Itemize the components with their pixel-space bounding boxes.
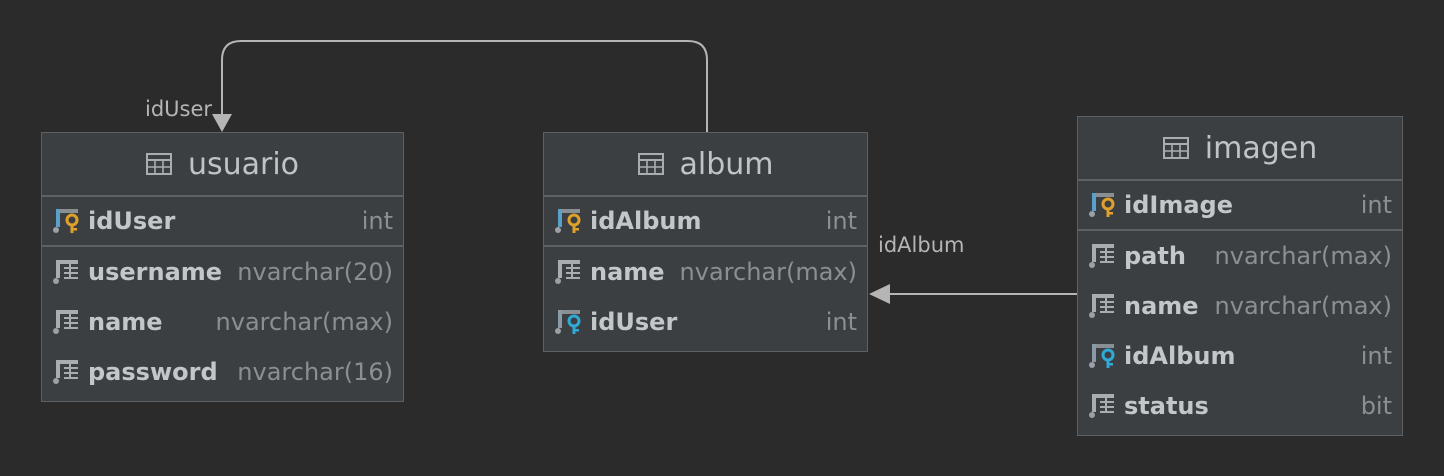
- column-type: int: [825, 207, 857, 235]
- column-row[interactable]: path nvarchar(max): [1078, 231, 1402, 281]
- primary-key-icon: [554, 207, 584, 235]
- column-type: nvarchar(max): [1214, 292, 1392, 320]
- arrowhead-usuario: [212, 114, 232, 132]
- column-row[interactable]: idAlbum int: [1078, 331, 1402, 381]
- column-type: int: [825, 308, 857, 336]
- column-name: name: [1124, 292, 1199, 320]
- column-row[interactable]: status bit: [1078, 381, 1402, 431]
- column-name: path: [1124, 242, 1186, 270]
- column-row[interactable]: name nvarchar(max): [42, 297, 403, 347]
- column-row[interactable]: idImage int: [1078, 181, 1402, 231]
- column-name: status: [1124, 392, 1209, 420]
- column-name: idUser: [88, 207, 176, 235]
- table-title: usuario: [187, 146, 300, 182]
- edge-label-idalbum: idAlbum: [878, 233, 965, 257]
- column-type: bit: [1360, 392, 1392, 420]
- column-name: idAlbum: [1124, 342, 1236, 370]
- column-type: nvarchar(16): [237, 358, 393, 386]
- column-name: idAlbum: [590, 207, 702, 235]
- table-title: album: [679, 146, 774, 182]
- column-type: int: [1360, 191, 1392, 219]
- table-header: album: [544, 133, 867, 197]
- table-album[interactable]: album idAlbum int name nvarchar(max) idU…: [543, 132, 868, 352]
- table-icon: [637, 153, 664, 175]
- column-row[interactable]: idAlbum int: [544, 197, 867, 247]
- column-icon: [1088, 392, 1118, 420]
- column-icon: [1088, 242, 1118, 270]
- arrowhead-album: [869, 284, 890, 304]
- table-title: imagen: [1204, 130, 1318, 166]
- column-icon: [1088, 292, 1118, 320]
- column-type: int: [1360, 342, 1392, 370]
- column-row[interactable]: name nvarchar(max): [544, 247, 867, 297]
- column-row[interactable]: username nvarchar(20): [42, 247, 403, 297]
- table-imagen[interactable]: imagen idImage int path nvarchar(max) na…: [1077, 116, 1403, 436]
- column-row[interactable]: idUser int: [544, 297, 867, 347]
- table-icon: [1162, 137, 1189, 159]
- column-name: username: [88, 258, 223, 286]
- foreign-key-icon: [554, 308, 584, 336]
- column-icon: [52, 308, 82, 336]
- table-icon: [145, 153, 172, 175]
- column-name: idUser: [590, 308, 678, 336]
- column-type: int: [361, 207, 393, 235]
- table-header: imagen: [1078, 117, 1402, 181]
- column-type: nvarchar(20): [237, 258, 393, 286]
- column-row[interactable]: password nvarchar(16): [42, 347, 403, 397]
- column-icon: [52, 358, 82, 386]
- table-header: usuario: [42, 133, 403, 197]
- column-name: idImage: [1124, 191, 1233, 219]
- column-type: nvarchar(max): [1214, 242, 1392, 270]
- primary-key-icon: [1088, 191, 1118, 219]
- edge-label-iduser: idUser: [145, 97, 213, 121]
- column-icon: [52, 258, 82, 286]
- column-icon: [554, 258, 584, 286]
- column-name: name: [88, 308, 163, 336]
- column-name: name: [590, 258, 665, 286]
- edge-album-to-usuario: [221, 40, 708, 132]
- column-type: nvarchar(max): [679, 258, 857, 286]
- column-name: password: [88, 358, 218, 386]
- column-row[interactable]: name nvarchar(max): [1078, 281, 1402, 331]
- table-usuario[interactable]: usuario idUser int username nvarchar(20)…: [41, 132, 404, 402]
- foreign-key-icon: [1088, 342, 1118, 370]
- column-type: nvarchar(max): [215, 308, 393, 336]
- primary-key-icon: [52, 207, 82, 235]
- column-row[interactable]: idUser int: [42, 197, 403, 247]
